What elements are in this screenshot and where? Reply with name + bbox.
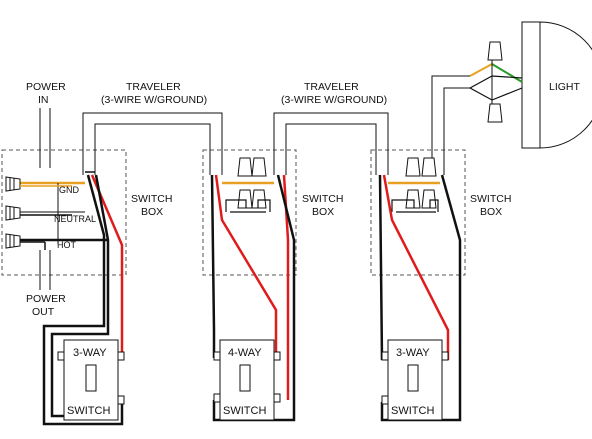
box2-nuts <box>237 157 267 209</box>
wire-black-1b <box>42 174 124 426</box>
power-out-line2: OUT <box>32 306 55 318</box>
switch-box-3-line2: BOX <box>480 206 502 218</box>
hot-label: HOT <box>57 240 77 250</box>
wire-red-2b <box>282 174 290 400</box>
switch-1[interactable]: 3-WAY SWITCH <box>57 339 125 421</box>
light-wires <box>469 63 523 101</box>
switch-box-2-line2: BOX <box>312 206 334 218</box>
wire-nut-hot <box>5 233 21 249</box>
wire-red-2a <box>214 174 278 360</box>
switch-1-label: SWITCH <box>67 405 110 417</box>
power-in-line1: POWER <box>26 81 66 93</box>
switch-box-2-line1: SWITCH <box>302 193 343 205</box>
traveler-left-line1: TRAVELER <box>126 81 181 93</box>
switch-2-type: 4-WAY <box>228 347 262 359</box>
traveler-right-line1: TRAVELER <box>304 81 359 93</box>
box1-feed <box>20 185 72 250</box>
switch-box-3-line1: SWITCH <box>470 193 511 205</box>
traveler-right-line2: (3-WIRE W/GROUND) <box>281 94 387 106</box>
switch-box-3 <box>370 149 466 276</box>
wire-black-3a <box>378 174 384 361</box>
cable-to-light <box>431 75 470 175</box>
switch-box-2 <box>202 149 297 276</box>
light-fixture: LIGHT <box>521 21 592 149</box>
neutral-label: NEUTRAL <box>54 214 96 224</box>
wire-red-3 <box>382 174 450 360</box>
wire-nut-gnd <box>5 176 21 192</box>
switch-2[interactable]: 4-WAY SWITCH <box>213 339 281 421</box>
traveler-left-line2: (3-WIRE W/GROUND) <box>101 94 207 106</box>
switch-3[interactable]: 3-WAY SWITCH <box>381 339 449 421</box>
cable-power-out <box>39 250 51 290</box>
box1-wires <box>20 171 95 244</box>
box2-white-wires <box>225 199 271 213</box>
power-in-line2: IN <box>38 94 49 106</box>
cable-traveler-left <box>82 112 223 175</box>
switch-3-label: SWITCH <box>391 405 434 417</box>
box3-nuts <box>405 157 437 209</box>
gnd-label: GND <box>59 185 80 195</box>
light-label: LIGHT <box>549 81 581 93</box>
wire-red-1 <box>90 174 124 360</box>
switch-box-1 <box>1 149 127 276</box>
power-out-line1: POWER <box>26 293 66 305</box>
switch-3-type: 3-WAY <box>396 347 430 359</box>
light-wire-nuts <box>487 41 503 123</box>
wire-black-2a <box>210 174 216 358</box>
switch-1-type: 3-WAY <box>73 347 107 359</box>
cable-power-in <box>39 108 51 168</box>
switch-2-label: SWITCH <box>223 405 266 417</box>
wire-black-3b <box>380 174 462 422</box>
wire-nut-neutral <box>5 205 21 221</box>
switch-box-1-line1: SWITCH <box>131 193 172 205</box>
cable-traveler-right <box>273 112 389 175</box>
wire-black-2b <box>212 174 296 422</box>
box3-white-wires <box>391 199 439 213</box>
switch-box-1-line2: BOX <box>141 206 163 218</box>
wire-black-1a <box>50 174 110 418</box>
